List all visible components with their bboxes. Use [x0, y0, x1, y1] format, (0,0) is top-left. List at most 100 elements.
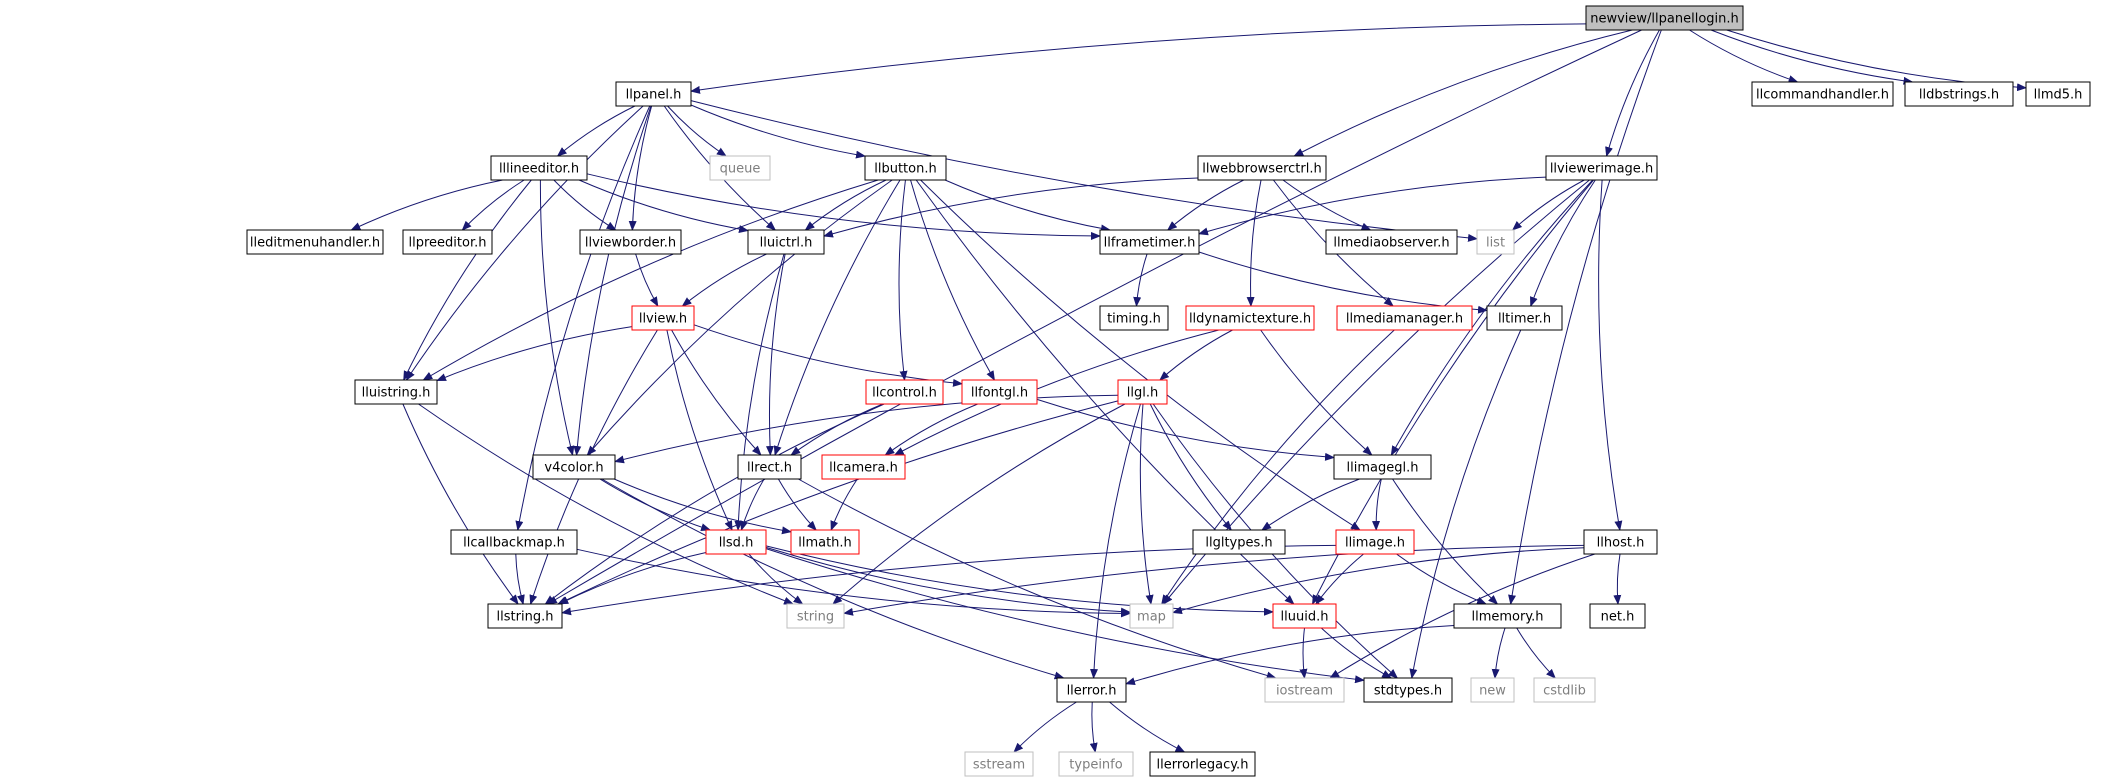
- edge-root-to-llwebbrowserctrl: [1293, 29, 1633, 157]
- node-llhost[interactable]: llhost.h: [1583, 529, 1658, 555]
- node-llpreeditor[interactable]: llpreeditor.h: [402, 229, 493, 255]
- edge-root-to-llviewerimage: [1605, 29, 1660, 157]
- node-llcamera[interactable]: llcamera.h: [821, 454, 906, 480]
- node-label: llimagegl.h: [1347, 461, 1419, 476]
- node-v4color[interactable]: v4color.h: [532, 454, 616, 480]
- node-root[interactable]: newview/llpanellogin.h: [1585, 5, 1744, 31]
- node-box: [1149, 751, 1256, 777]
- node-label: llgl.h: [1127, 386, 1158, 401]
- node-llgltypes[interactable]: llgltypes.h: [1192, 529, 1286, 555]
- edge-lldynamictexture-to-llimagegl: [1260, 329, 1373, 456]
- node-box: [1453, 603, 1562, 629]
- node-box: [1185, 305, 1315, 331]
- node-box: [1363, 677, 1453, 703]
- node-llmediamanager[interactable]: llmediamanager.h: [1336, 305, 1473, 331]
- edge-v4color-to-llmath: [613, 478, 792, 535]
- node-net[interactable]: net.h: [1589, 603, 1646, 629]
- node-box: [532, 454, 616, 480]
- edge-llviewerimage-to-llframetimer: [1198, 176, 1547, 236]
- node-llimage[interactable]: llimage.h: [1335, 529, 1415, 555]
- node-llview[interactable]: llview.h: [631, 305, 695, 331]
- edge-lluictrl-to-llsd: [734, 253, 785, 531]
- node-llerrorlegacy[interactable]: llerrorlegacy.h: [1149, 751, 1256, 777]
- node-box: [631, 305, 695, 331]
- node-stdtypes[interactable]: stdtypes.h: [1363, 677, 1453, 703]
- node-label: llviewborder.h: [585, 236, 676, 251]
- node-label: stdtypes.h: [1374, 684, 1442, 699]
- node-llbutton[interactable]: llbutton.h: [864, 155, 947, 181]
- node-label: llcamera.h: [829, 461, 898, 476]
- node-llmemory[interactable]: llmemory.h: [1453, 603, 1562, 629]
- edge-llwebbrowserctrl-to-llmediaobserver: [1282, 179, 1372, 231]
- edge-v4color-to-llerror: [601, 478, 1065, 680]
- edge-llerror-to-typeinfo: [1089, 701, 1098, 753]
- node-label: newview/llpanellogin.h: [1590, 12, 1739, 27]
- node-label: llframetimer.h: [1104, 236, 1196, 251]
- node-label: v4color.h: [544, 461, 603, 476]
- edge-llmemory-to-llerror: [1125, 625, 1455, 686]
- node-lldbstrings[interactable]: lldbstrings.h: [1904, 81, 2014, 107]
- node-label: llviewerimage.h: [1550, 162, 1653, 177]
- node-timing[interactable]: timing.h: [1099, 305, 1169, 331]
- node-box: [1056, 677, 1127, 703]
- edge-llerror-to-sstream: [1013, 701, 1077, 753]
- node-box: [790, 529, 860, 555]
- node-box: [402, 229, 493, 255]
- edge-lllineeditor-to-llpreeditor: [461, 179, 525, 231]
- node-lluictrl[interactable]: lluictrl.h: [747, 229, 825, 255]
- node-llerror[interactable]: llerror.h: [1056, 677, 1127, 703]
- edge-llpanel-to-llviewborder: [628, 105, 653, 231]
- edge-lllineeditor-to-llframetimer: [586, 173, 1101, 240]
- node-llstring[interactable]: llstring.h: [487, 603, 563, 629]
- node-llframetimer[interactable]: llframetimer.h: [1099, 229, 1200, 255]
- node-llrect[interactable]: llrect.h: [737, 454, 802, 480]
- node-lluistring[interactable]: lluistring.h: [354, 379, 438, 405]
- node-llpanel[interactable]: llpanel.h: [615, 81, 692, 107]
- node-llsd[interactable]: llsd.h: [705, 529, 767, 555]
- node-label: string: [797, 610, 834, 625]
- node-llcommandhandler[interactable]: llcommandhandler.h: [1751, 81, 1894, 107]
- node-llcallbackmap[interactable]: llcallbackmap.h: [450, 529, 578, 555]
- node-box: [1058, 751, 1134, 777]
- edge-root-to-llmd5: [1726, 29, 2027, 92]
- node-box: [1197, 155, 1327, 181]
- node-llmd5[interactable]: llmd5.h: [2025, 81, 2091, 107]
- node-llfontgl[interactable]: llfontgl.h: [961, 379, 1038, 405]
- node-llgl[interactable]: llgl.h: [1117, 379, 1168, 405]
- node-label: llcallbackmap.h: [463, 536, 565, 551]
- node-label: llmemory.h: [1471, 610, 1543, 625]
- node-llviewborder[interactable]: llviewborder.h: [579, 229, 682, 255]
- node-label: queue: [720, 162, 761, 177]
- node-llviewerimage[interactable]: llviewerimage.h: [1545, 155, 1658, 181]
- edge-lluictrl-to-llrect: [765, 253, 786, 456]
- node-lldynamictexture[interactable]: lldynamictexture.h: [1185, 305, 1315, 331]
- node-lleditmenuhandler[interactable]: lleditmenuhandler.h: [246, 229, 384, 255]
- node-llcontrol[interactable]: llcontrol.h: [865, 379, 944, 405]
- edge-llcallbackmap-to-llstring: [515, 553, 525, 605]
- node-lluuid[interactable]: lluuid.h: [1272, 603, 1337, 629]
- node-map: map: [1129, 603, 1174, 629]
- node-llwebbrowserctrl[interactable]: llwebbrowserctrl.h: [1197, 155, 1327, 181]
- node-llmath[interactable]: llmath.h: [790, 529, 860, 555]
- node-box: [490, 155, 588, 181]
- node-label: llmath.h: [798, 536, 852, 551]
- edge-llviewerimage-to-llhost: [1598, 179, 1623, 531]
- edge-root-to-llcommandhandler: [1689, 29, 1799, 83]
- edge-llgl-to-map: [1139, 403, 1154, 605]
- node-list: list: [1476, 229, 1515, 255]
- edge-root-to-lldbstrings: [1710, 29, 1914, 85]
- node-lllineeditor[interactable]: lllineeditor.h: [490, 155, 588, 181]
- edge-llpanel-to-v4color: [573, 105, 652, 456]
- edge-llwebbrowserctrl-to-lluictrl: [823, 177, 1199, 238]
- node-lltimer[interactable]: lltimer.h: [1486, 305, 1563, 331]
- node-label: llmd5.h: [2034, 88, 2083, 103]
- edge-llfontgl-to-llimagegl: [1036, 398, 1335, 461]
- node-sstream: sstream: [964, 751, 1034, 777]
- edge-llbutton-to-llrect: [773, 179, 901, 456]
- node-llimagegl[interactable]: llimagegl.h: [1333, 454, 1432, 480]
- node-label: lldynamictexture.h: [1189, 312, 1311, 327]
- node-box: [354, 379, 438, 405]
- node-box: [1129, 603, 1174, 629]
- node-llmediaobserver[interactable]: llmediaobserver.h: [1325, 229, 1458, 255]
- node-label: llerror.h: [1067, 684, 1117, 699]
